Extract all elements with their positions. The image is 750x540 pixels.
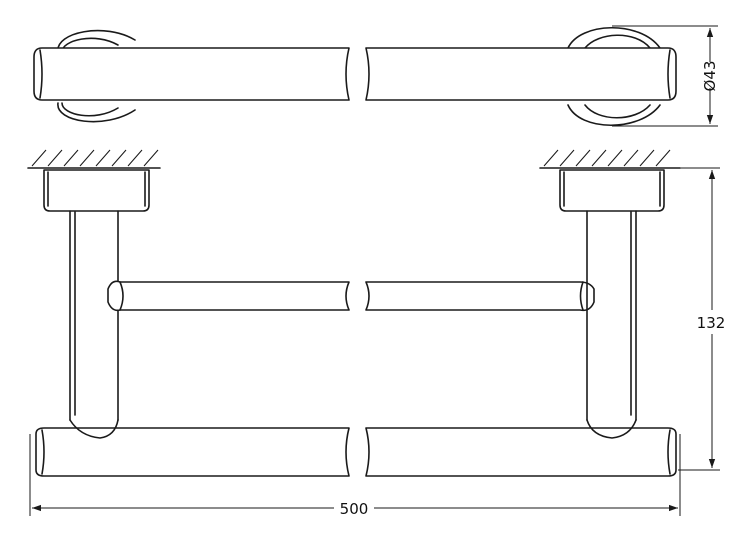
- right-mount-cap: [559, 169, 665, 212]
- top-bar-left: [33, 47, 350, 101]
- height-label: 132: [697, 314, 726, 332]
- right-post: [586, 210, 637, 421]
- height-dimension: 132: [664, 167, 729, 471]
- front-view: 132 500: [27, 149, 729, 518]
- diameter-dimension: Ø43: [612, 25, 719, 127]
- top-view: Ø43: [33, 25, 719, 127]
- top-bar-right: [365, 47, 677, 101]
- left-post: [69, 210, 119, 421]
- wall-hatch-right: [539, 149, 681, 169]
- wall-hatch-left: [27, 149, 161, 169]
- right-flange: [567, 26, 661, 127]
- diameter-label: Ø43: [701, 61, 719, 92]
- middle-bar: [107, 280, 595, 312]
- width-dimension: 500: [29, 434, 681, 518]
- bottom-bar: [35, 419, 677, 477]
- width-label: 500: [340, 500, 369, 518]
- left-mount-cap: [43, 169, 150, 212]
